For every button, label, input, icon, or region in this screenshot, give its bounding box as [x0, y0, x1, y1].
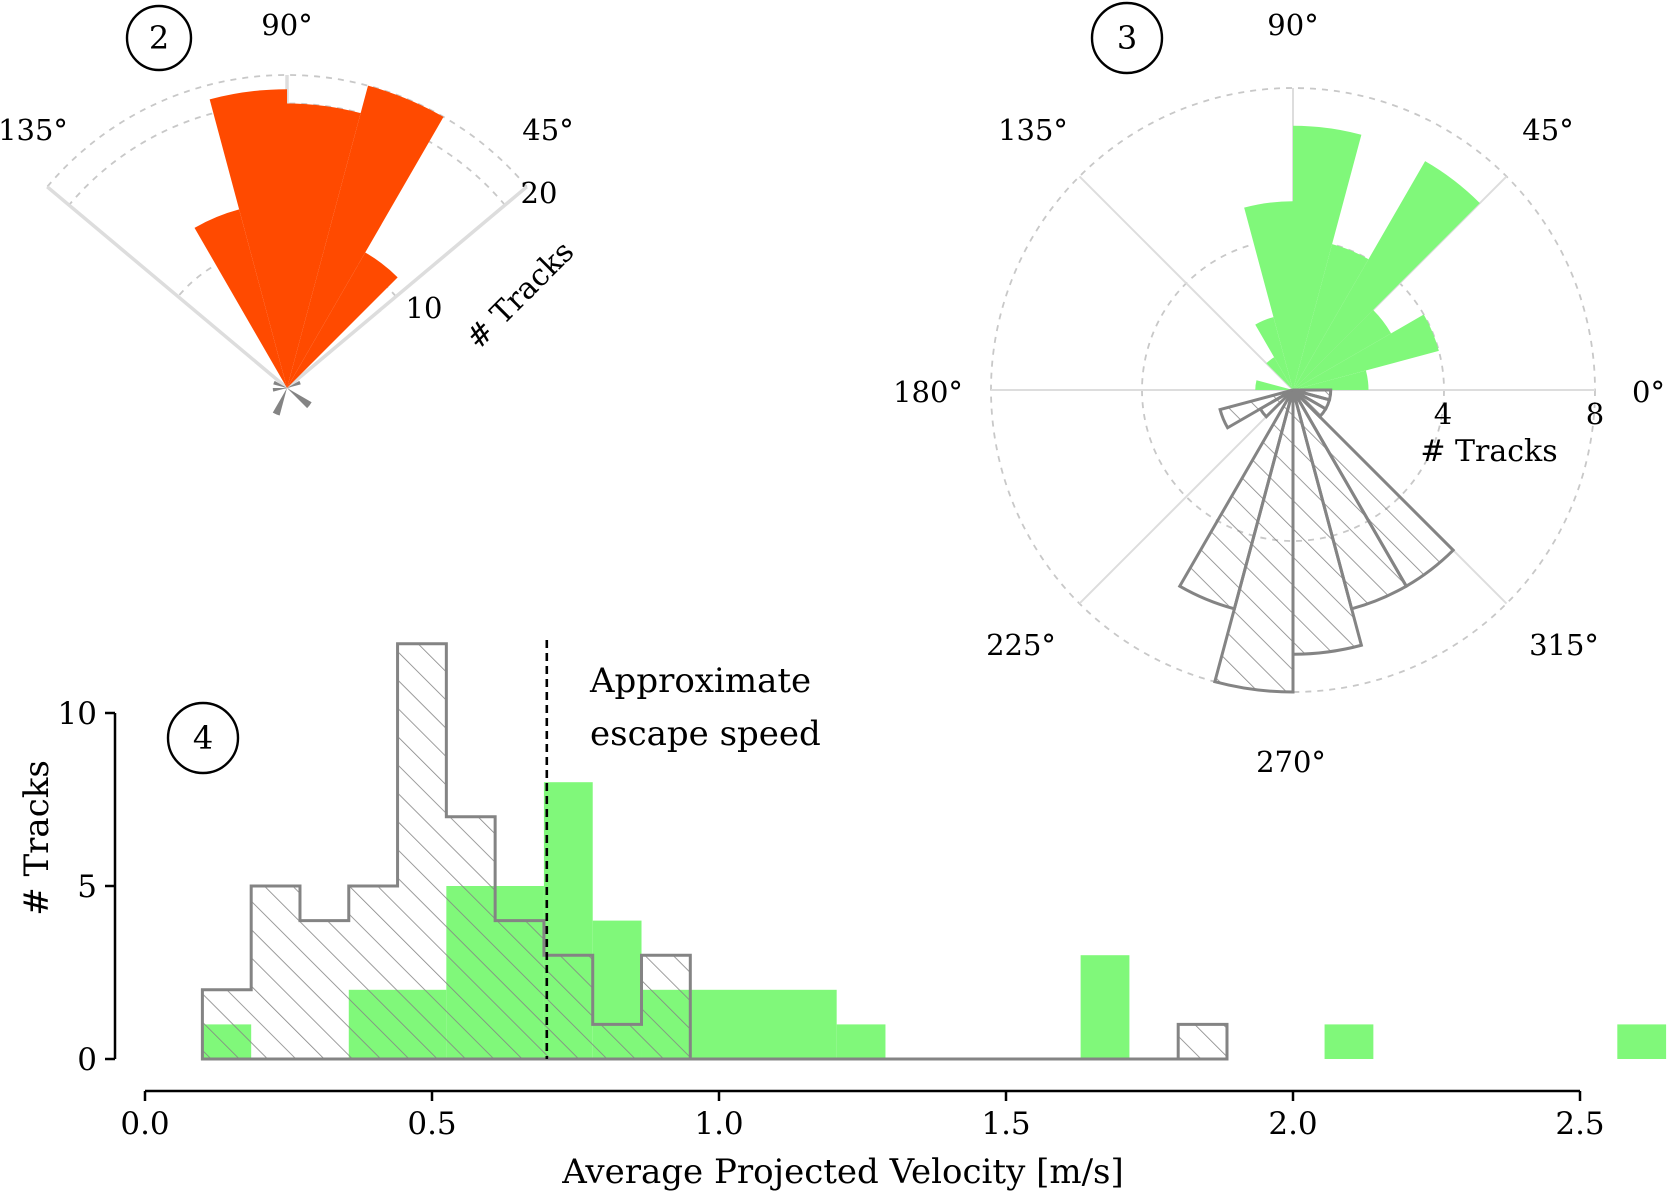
panel-badge-circle [125, 4, 193, 72]
histogram-axes: 0 5 10 0.0 0.5 1.0 1.5 2.0 2.5 [58, 696, 1605, 1142]
y-tick-label-10: 10 [58, 696, 97, 732]
panel-badge-4: 4 [193, 719, 213, 757]
y-tick-label-0: 0 [77, 1042, 97, 1078]
panel-3-bar-112.5-series-0 [1255, 317, 1293, 390]
panel-3-angle-label-135: 135° [998, 113, 1068, 147]
x-tick-label-1.5: 1.5 [981, 1106, 1030, 1142]
y-axis-title: # Tracks [17, 760, 57, 916]
panel-3-angle-label-45: 45° [1522, 113, 1573, 147]
panel-2: 2 90° 135° 45° 10 20 # Tracks [0, 4, 581, 416]
panel-3-angle-label-315: 315° [1529, 628, 1599, 662]
panel-2-radial-axis-title: # Tracks [459, 234, 581, 356]
panel-3-bar-52.5-series-0 [1293, 161, 1480, 390]
histogram-bar-green-6 [836, 1024, 886, 1059]
panel-2-bar-52.5-series-0 [287, 252, 398, 388]
panel-3-radial-tick-8: 8 [1586, 397, 1604, 431]
panel-3-bar-37.5-series-0 [1293, 309, 1392, 390]
panel-2-angle-label-45: 45° [522, 113, 573, 147]
panel-2-bar-187.5-series-1 [272, 388, 287, 392]
panel-3-angle-label-180: 180° [893, 375, 963, 409]
histogram-step-grey [200, 642, 1229, 1061]
panel-2-bar-97.5-series-0 [209, 89, 287, 389]
escape-speed-annotation-line1: Approximate [589, 661, 811, 701]
panel-2-radial-tick-20: 20 [521, 176, 558, 210]
x-tick-label-0.5: 0.5 [407, 1106, 456, 1142]
panel-badge-circle [166, 701, 240, 775]
panel-2-bar-112.5-series-0 [194, 209, 287, 388]
panel-3-bars [1177, 125, 1480, 694]
x-tick-label-2.0: 2.0 [1268, 1106, 1317, 1142]
panel-3-bar-82.5-series-0 [1293, 125, 1362, 390]
panel-3-bar-217.5-series-1 [1258, 388, 1295, 419]
x-tick-label-1.0: 1.0 [694, 1106, 743, 1142]
escape-speed-annotation-line2: escape speed [590, 714, 821, 754]
panel-2-angle-label-90: 90° [261, 8, 312, 42]
panel-3-angle-label-90: 90° [1267, 8, 1318, 42]
x-tick-label-0.0: 0.0 [120, 1106, 169, 1142]
panel-3-bar-307.5-series-1 [1291, 388, 1456, 589]
panel-badge-circle [1090, 1, 1164, 75]
panel-3-radial-axis-title: # Tracks [1420, 434, 1557, 469]
panel-3-angular-gridline-225 [1078, 389, 1294, 605]
panel-3: 3 0° 45° 90° 135° 180° 225° 270° 315° 4 … [893, 1, 1665, 779]
histogram-bar-green-8 [1324, 1024, 1374, 1059]
panel-2-bar-247.5-series-1 [272, 388, 287, 416]
panel-3-radial-tick-4: 4 [1434, 397, 1452, 431]
panel-2-radial-gridline-20 [68, 102, 506, 206]
panel-3-bar-262.5-series-1 [1213, 389, 1295, 694]
panel-2-bar-82.5-series-0 [287, 103, 361, 389]
panel-2-angular-gridline-140 [46, 185, 289, 390]
x-axis-title: Average Projected Velocity [m/s] [561, 1152, 1124, 1192]
panel-3-angle-label-0: 0° [1632, 375, 1665, 409]
histogram-bar-green-7 [1080, 955, 1130, 1059]
panel-2-angle-label-135: 135° [0, 113, 68, 147]
panel-4: 4 0 5 10 0.0 0.5 1.0 1.5 2.0 2.5 Approximate esc… [17, 640, 1667, 1192]
panel-2-bar-322.5-series-1 [287, 388, 312, 409]
x-tick-label-2.5: 2.5 [1555, 1106, 1604, 1142]
panel-2-angular-gridline-40 [285, 185, 528, 390]
panel-3-bar-352.5-series-1 [1292, 388, 1333, 402]
panel-3-bar-7.5-series-0 [1293, 370, 1369, 390]
histogram-bars [200, 640, 1667, 1061]
panel-3-angle-label-270: 270° [1256, 745, 1326, 779]
panel-2-radial-tick-10: 10 [406, 291, 443, 325]
panel-3-bar-67.5-series-0 [1293, 244, 1369, 390]
panel-3-angle-label-225: 225° [986, 628, 1056, 662]
panel-3-bar-127.5-series-0 [1266, 357, 1293, 390]
panel-2-bar-157.5-series-1 [273, 380, 287, 388]
y-tick-label-5: 5 [77, 869, 97, 905]
panel-3-bar-172.5-series-0 [1255, 380, 1293, 390]
panel-3-bar-97.5-series-0 [1244, 201, 1293, 390]
panel-badge-3: 3 [1117, 19, 1137, 57]
panel-3-angular-gridline-135 [1078, 175, 1294, 391]
panel-2-bar-67.5-series-0 [287, 85, 444, 388]
panel-2-bar-22.5-series-1 [287, 380, 301, 388]
panel-badge-2: 2 [149, 19, 169, 57]
panel-2-bars [194, 85, 444, 416]
histogram-bar-green-9 [1617, 1024, 1667, 1059]
panel-3-bar-22.5-series-0 [1293, 314, 1439, 390]
